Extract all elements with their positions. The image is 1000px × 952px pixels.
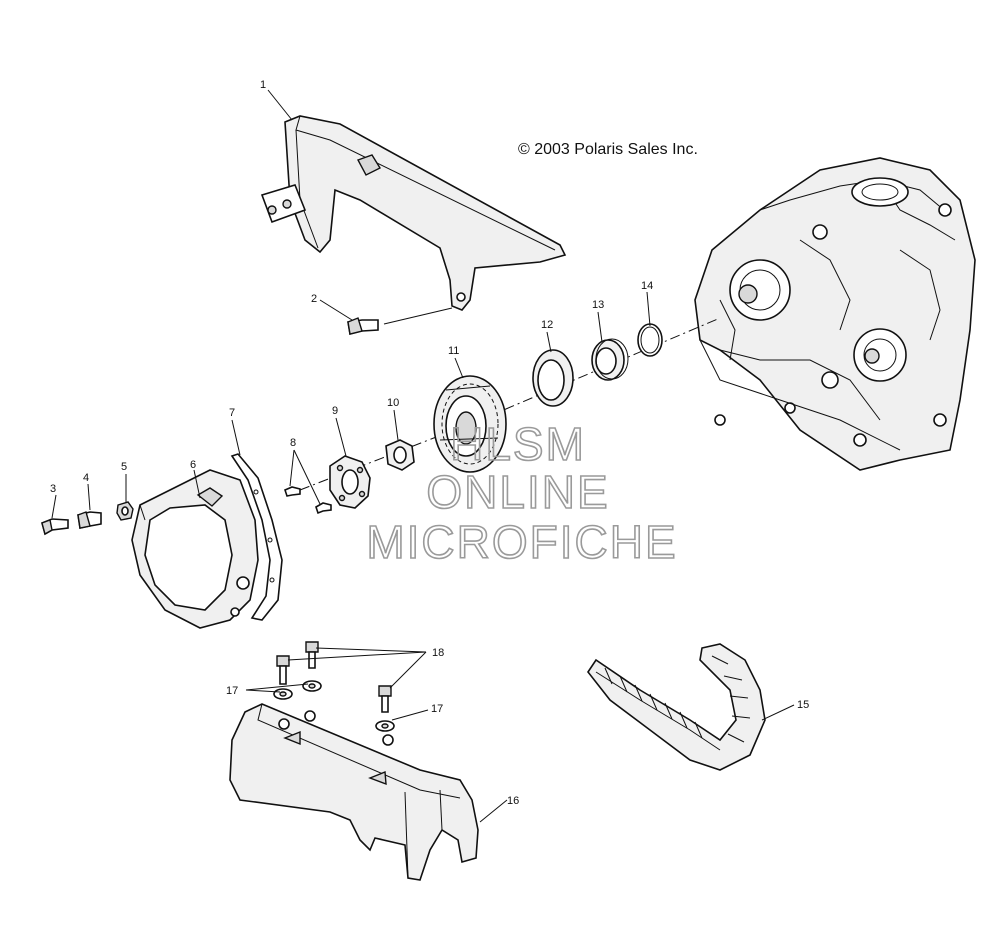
bolt-4 <box>77 511 102 529</box>
gasket <box>230 453 283 621</box>
drive-belt <box>587 643 766 771</box>
callout-labels: 1 2 3 4 5 6 7 8 9 10 11 12 13 14 15 16 1… <box>50 79 809 807</box>
bolt-18a <box>276 655 290 685</box>
screw-8b <box>315 502 332 515</box>
callout-2: 2 <box>311 293 317 305</box>
watermark-line-1: HLSM <box>450 418 586 470</box>
bearing-13 <box>591 338 629 381</box>
o-ring-14 <box>637 323 663 357</box>
callout-14: 14 <box>641 280 653 292</box>
drive-cover <box>131 469 259 629</box>
seal-12 <box>532 349 574 407</box>
copyright-notice: © 2003 Polaris Sales Inc. <box>518 141 698 158</box>
bolt-2 <box>347 317 379 335</box>
callout-5: 5 <box>121 461 127 473</box>
callout-12: 12 <box>541 319 553 331</box>
washer-17b <box>302 680 322 692</box>
callout-16: 16 <box>507 795 519 807</box>
engine-assembly <box>694 157 976 471</box>
callout-10: 10 <box>387 397 399 409</box>
callout-8: 8 <box>290 437 296 449</box>
callout-17b: 17 <box>431 703 443 715</box>
bolt-18c <box>378 685 392 713</box>
bolt-18b <box>305 641 319 669</box>
upper-belt-guard <box>260 115 567 311</box>
nut-5 <box>116 501 134 521</box>
washer-17c <box>375 720 395 732</box>
callout-17a: 17 <box>226 685 238 697</box>
callout-15: 15 <box>797 699 809 711</box>
callout-6: 6 <box>190 459 196 471</box>
callout-4: 4 <box>83 472 89 484</box>
callout-3: 3 <box>50 483 56 495</box>
screw-8a <box>284 486 301 497</box>
retainer-plate <box>329 455 371 509</box>
watermark-line-3: MICROFICHE <box>366 516 677 568</box>
callout-9: 9 <box>332 405 338 417</box>
hex-nut-10 <box>385 439 415 471</box>
lower-belt-guard <box>229 703 479 881</box>
callout-7: 7 <box>229 407 235 419</box>
watermark: HLSM ONLINE MICROFICHE <box>366 417 677 569</box>
bolt-3 <box>41 518 69 536</box>
drive-sprocket <box>433 375 507 473</box>
watermark-line-2: ONLINE <box>426 466 609 518</box>
leader-lines <box>51 89 795 823</box>
callout-13: 13 <box>592 299 604 311</box>
callout-18: 18 <box>432 647 444 659</box>
washer-17a <box>273 688 293 700</box>
callout-11: 11 <box>448 345 459 357</box>
callout-1: 1 <box>260 79 266 91</box>
